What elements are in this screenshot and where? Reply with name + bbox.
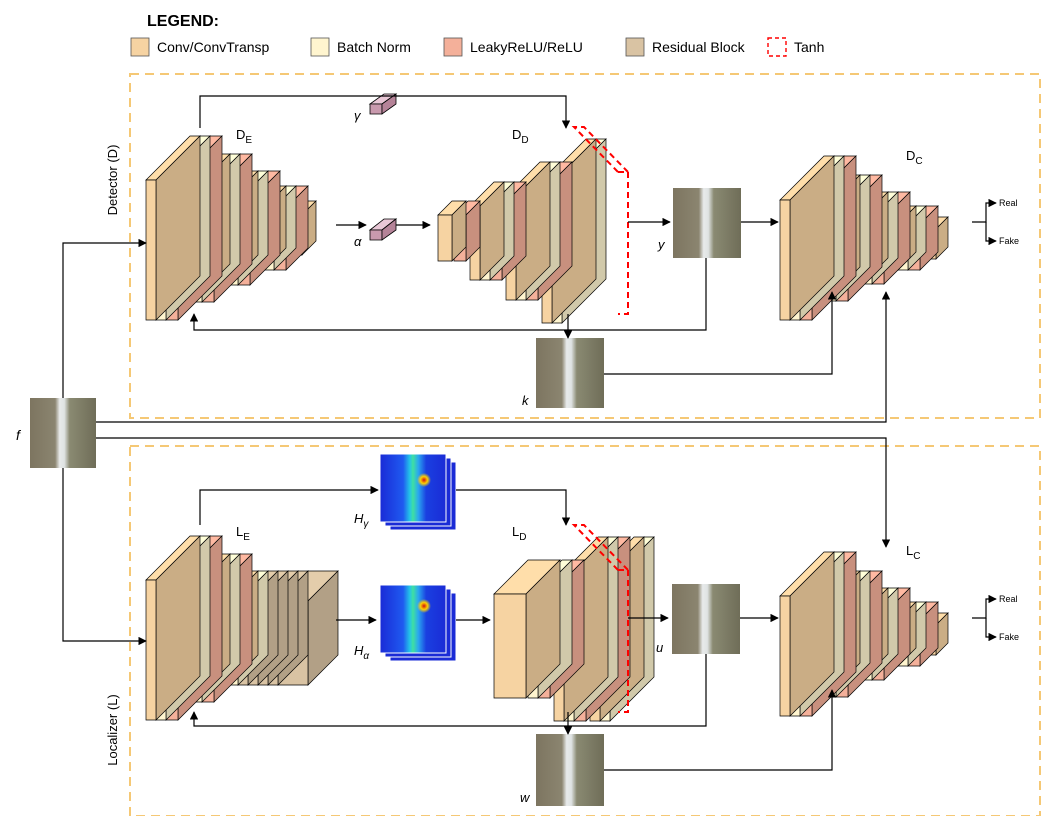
latent-gamma-label: γ bbox=[354, 108, 362, 123]
detector-encoder-label: DE bbox=[236, 127, 252, 146]
heatmap-alpha-label: Hα bbox=[354, 643, 369, 662]
legend: LEGEND: Conv/ConvTransp Batch Norm LeakyRe… bbox=[131, 13, 824, 56]
localizer-title: Localizer (L) bbox=[105, 694, 120, 766]
detector-decoder bbox=[438, 139, 606, 323]
heatmap-h-alpha bbox=[380, 585, 456, 661]
legend-swatch bbox=[311, 38, 329, 56]
localizer-critic bbox=[780, 552, 948, 716]
detector-encoder bbox=[146, 136, 316, 320]
legend-swatch bbox=[626, 38, 644, 56]
detector-mask-label: k bbox=[522, 393, 530, 408]
detector-output-label: y bbox=[657, 237, 666, 252]
detector-mask-image-k bbox=[536, 338, 604, 408]
latent-gamma bbox=[370, 94, 396, 114]
legend-item: Batch Norm bbox=[311, 38, 411, 56]
localizer-real-label: Real bbox=[999, 594, 1018, 604]
legend-label: LeakyReLU/ReLU bbox=[470, 39, 583, 55]
input-label: f bbox=[16, 427, 22, 443]
legend-label: Batch Norm bbox=[337, 39, 411, 55]
legend-item: Tanh bbox=[768, 38, 824, 56]
detector-fake-label: Fake bbox=[999, 236, 1019, 246]
localizer-decoder bbox=[494, 537, 654, 721]
heatmap-gamma-label: Hγ bbox=[354, 511, 369, 530]
legend-item: Residual Block bbox=[626, 38, 746, 56]
latent-alpha bbox=[370, 219, 396, 240]
legend-swatch bbox=[444, 38, 462, 56]
legend-label: Tanh bbox=[794, 39, 824, 55]
legend-item: Conv/ConvTransp bbox=[131, 38, 270, 56]
localizer-encoder bbox=[146, 536, 338, 720]
localizer-critic-label: LC bbox=[906, 543, 920, 562]
legend-item: LeakyReLU/ReLU bbox=[444, 38, 583, 56]
legend-swatch bbox=[768, 38, 786, 56]
detector-critic bbox=[780, 156, 948, 320]
input-image-f bbox=[30, 398, 96, 468]
localizer-fake-label: Fake bbox=[999, 632, 1019, 642]
localizer-mask-label: w bbox=[520, 790, 531, 805]
legend-label: Residual Block bbox=[652, 39, 746, 55]
detector-critic-label: DC bbox=[906, 148, 923, 167]
heatmap-h-gamma bbox=[380, 454, 456, 530]
localizer-decoder-label: LD bbox=[512, 524, 526, 543]
detector-output-image-y bbox=[673, 188, 741, 258]
detector-decoder-label: DD bbox=[512, 127, 529, 146]
localizer-output-image-u bbox=[672, 584, 740, 654]
localizer-mask-image-w bbox=[536, 734, 604, 806]
legend-title: LEGEND: bbox=[147, 13, 219, 30]
legend-label: Conv/ConvTransp bbox=[157, 39, 270, 55]
detector-real-label: Real bbox=[999, 198, 1018, 208]
localizer-output-label: u bbox=[656, 640, 663, 655]
localizer-encoder-label: LE bbox=[236, 524, 250, 543]
latent-alpha-label: α bbox=[354, 234, 362, 249]
detector-title: Detector (D) bbox=[105, 145, 120, 216]
legend-swatch bbox=[131, 38, 149, 56]
